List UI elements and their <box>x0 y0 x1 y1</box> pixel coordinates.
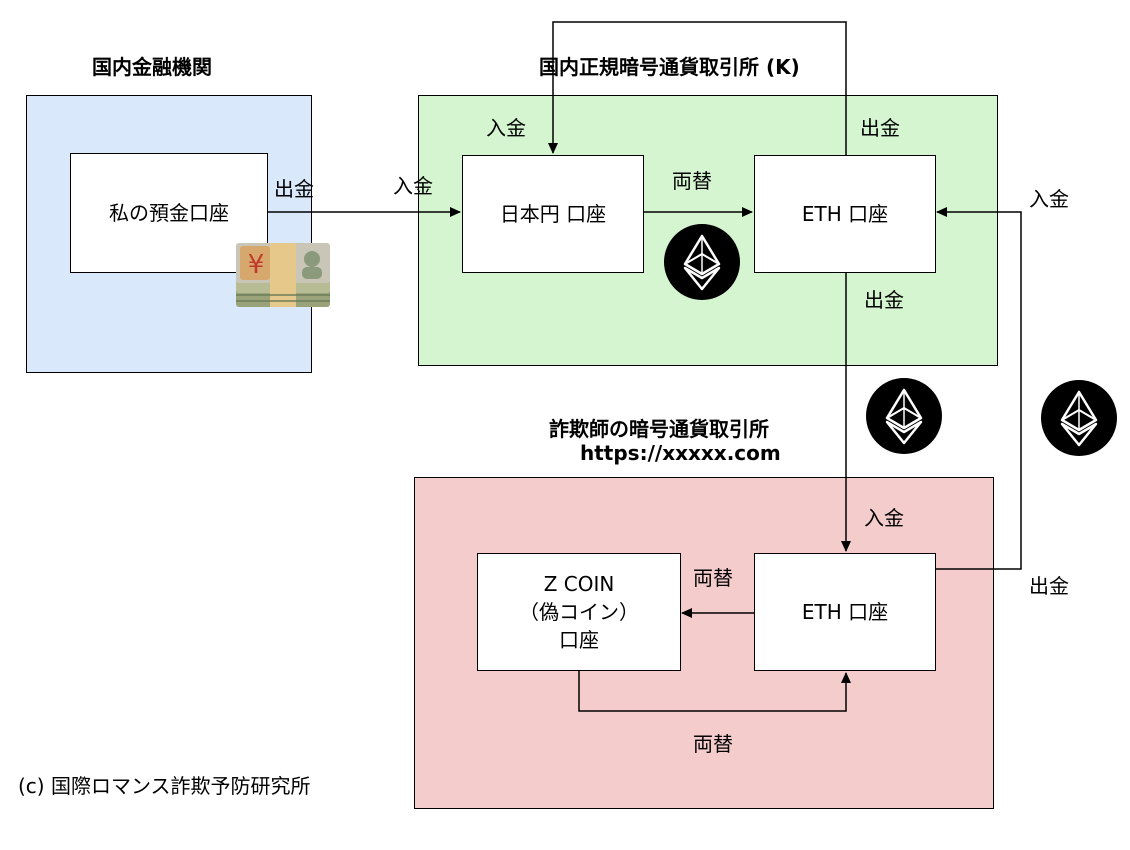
ethereum-icon <box>664 224 740 300</box>
label-scam-exchange-mid: 両替 <box>693 566 733 590</box>
legit-exchange-title: 国内正規暗号通貨取引所 (K) <box>539 55 800 79</box>
ethereum-icon <box>1041 380 1117 456</box>
zcoin-label-line2: （偽コイン） <box>519 600 639 624</box>
my-deposit-account-label: 私の預金口座 <box>109 201 229 225</box>
jpy-account-box: 日本円 口座 <box>462 155 644 273</box>
label-right-withdraw: 出金 <box>1029 574 1069 598</box>
scam-exchange-url: https://xxxxx.com <box>580 441 781 465</box>
my-deposit-account-box: 私の預金口座 <box>70 153 268 273</box>
zcoin-account-box: Z COIN （偽コイン） 口座 <box>477 553 681 671</box>
scam-eth-account-box: ETH 口座 <box>754 553 936 671</box>
svg-text:¥: ¥ <box>248 250 265 280</box>
arrow-eth-loop-to-jpy <box>548 21 847 155</box>
label-eth-withdraw: 出金 <box>864 288 904 312</box>
yen-banknote-icon: ¥ <box>236 243 330 307</box>
label-jpy-deposit: 入金 <box>393 174 433 198</box>
label-bank-withdraw: 出金 <box>274 177 314 201</box>
ethereum-icon <box>866 378 942 454</box>
arrow-zcoin-to-scam-eth <box>578 671 851 712</box>
scam-eth-account-label: ETH 口座 <box>801 600 889 624</box>
label-right-deposit: 入金 <box>1029 187 1069 211</box>
label-top-withdraw: 出金 <box>860 116 900 140</box>
arrow-scam-eth-to-legit-eth <box>934 207 1022 570</box>
domestic-bank-title: 国内金融機関 <box>92 55 212 79</box>
label-top-deposit: 入金 <box>486 116 526 140</box>
zcoin-label-line3: 口座 <box>559 628 599 652</box>
label-scam-deposit: 入金 <box>864 506 904 530</box>
jpy-account-label: 日本円 口座 <box>499 202 607 226</box>
legit-eth-account-label: ETH 口座 <box>801 202 889 226</box>
label-exchange-top: 両替 <box>672 169 712 193</box>
copyright-text: (c) 国際ロマンス詐欺予防研究所 <box>18 774 311 798</box>
legit-eth-account-box: ETH 口座 <box>754 155 936 273</box>
scam-exchange-title-line1: 詐欺師の暗号通貨取引所 <box>549 417 769 441</box>
label-scam-exchange-bottom: 両替 <box>693 732 733 756</box>
zcoin-label-line1: Z COIN <box>543 572 615 596</box>
